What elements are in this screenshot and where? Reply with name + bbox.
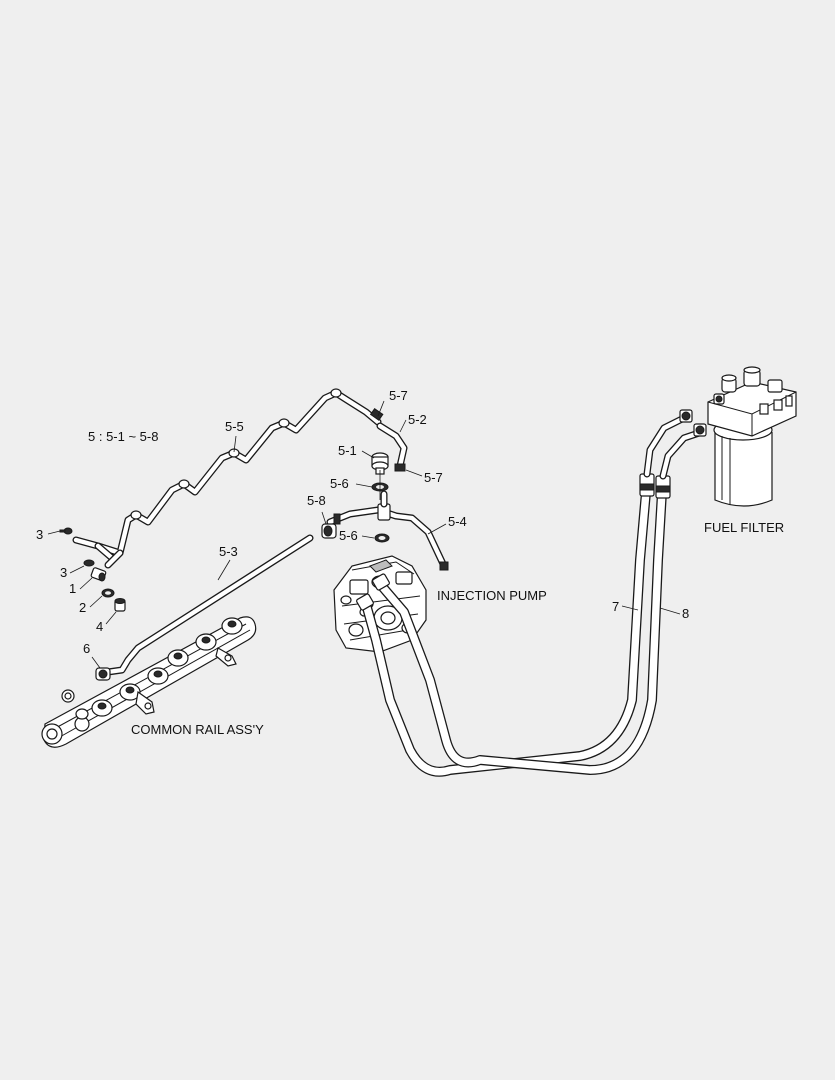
callout-6: 6 (83, 641, 90, 656)
fuel-hose-8 (375, 487, 667, 775)
callout-4: 4 (96, 619, 103, 634)
callout-8: 8 (682, 606, 689, 621)
injection-pump-label: INJECTION PUMP (437, 588, 547, 603)
callout-5-4: 5-4 (448, 514, 467, 529)
hose-end-fittings-pump (356, 573, 390, 611)
callout-5-6-upper: 5-6 (330, 476, 349, 491)
seal-3-top (59, 527, 73, 535)
rail-ports (91, 617, 243, 717)
callout-7: 7 (612, 599, 619, 614)
callout-5-6-lower: 5-6 (339, 528, 358, 543)
callout-2: 2 (79, 600, 86, 615)
callout-5-5: 5-5 (225, 419, 244, 434)
common-rail-assembly (41, 616, 257, 748)
common-rail-label: COMMON RAIL ASS'Y (131, 722, 264, 737)
callout-5-2: 5-2 (408, 412, 427, 427)
hose-end-fittings-filter (639, 409, 707, 499)
fuel-filter-label: FUEL FILTER (704, 520, 784, 535)
banjo-fitting-6 (95, 667, 111, 681)
washer-5-6-lower (374, 533, 390, 543)
seal-3-lower (83, 559, 95, 567)
callout-5-7-top: 5-7 (389, 388, 408, 403)
pipe-5-3 (104, 534, 314, 676)
o-ring-2 (101, 588, 115, 598)
plug-4 (114, 598, 126, 612)
callout-1: 1 (69, 581, 76, 596)
callout-5-7-bottom: 5-7 (424, 470, 443, 485)
callout-3-top: 3 (36, 527, 43, 542)
rail-end-fittings (41, 689, 90, 745)
pipe-5-2 (369, 407, 408, 472)
leak-off-pipe-5-5 (72, 388, 382, 569)
callout-5-3: 5-3 (219, 544, 238, 559)
callout-5-8: 5-8 (307, 493, 326, 508)
return-pipe-5-4 (326, 490, 449, 571)
leader-lines (47, 400, 681, 669)
elbow-fitting-5-8 (321, 511, 337, 539)
rail-brackets (135, 647, 237, 715)
callout-3-lower: 3 (60, 565, 67, 580)
summary-label: 5 : 5-1 ~ 5-8 (88, 429, 158, 444)
callout-5-1: 5-1 (338, 443, 357, 458)
fuel-filter (707, 366, 797, 507)
fitting-1 (90, 567, 107, 582)
fuel-hose-7 (361, 487, 651, 777)
